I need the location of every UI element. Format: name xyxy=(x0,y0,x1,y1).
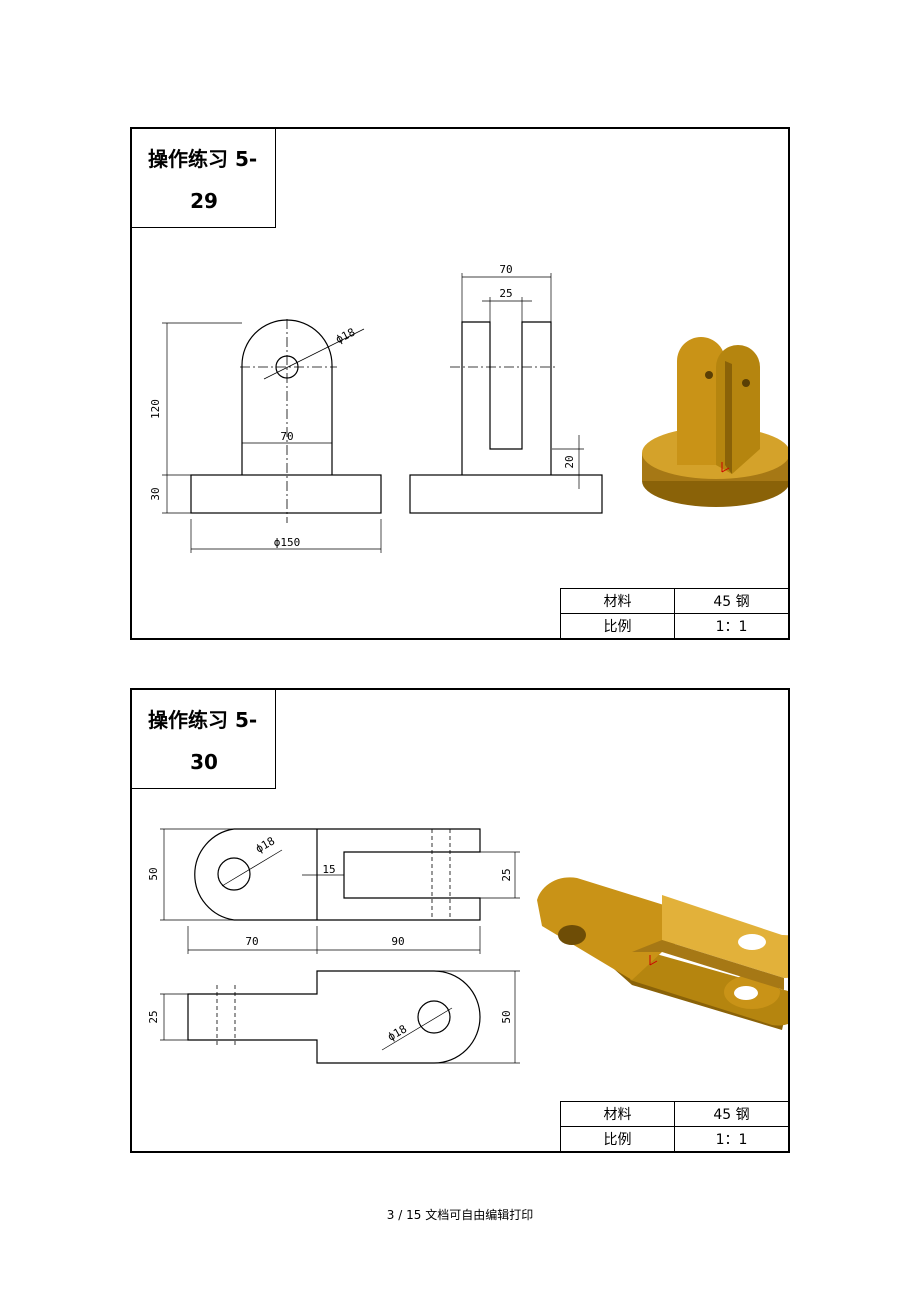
drawing-sheet-30: 操作练习 5- 30 xyxy=(130,688,790,1153)
title-block: 操作练习 5- 30 xyxy=(132,690,276,789)
technical-drawing: 50 ϕ18 15 25 70 90 25 ϕ18 50 xyxy=(147,828,788,1064)
technical-drawing: 70 ϕ150 120 30 ϕ18 70 25 20 xyxy=(149,263,788,553)
dim-len-right: 90 xyxy=(391,935,404,948)
dim-side-width: 70 xyxy=(499,263,512,276)
dim-slot-offset: 15 xyxy=(322,863,335,876)
model-3d-image xyxy=(537,877,788,1030)
material-label: 材料 xyxy=(560,588,675,614)
top-view-outline xyxy=(194,828,481,921)
title-block: 操作练习 5- 29 xyxy=(132,129,276,228)
model-3d-image xyxy=(642,337,788,507)
side-base xyxy=(409,474,603,514)
front-base xyxy=(190,474,382,514)
material-value: 45 钢 xyxy=(674,1101,788,1127)
spec-table: 材料 45 钢 比例 1：1 xyxy=(560,1101,788,1151)
bottom-view-outline xyxy=(187,970,481,1064)
dim-slot-depth: 20 xyxy=(563,455,576,468)
dim-height-right-bottom: 50 xyxy=(500,1010,513,1023)
scale-value: 1：1 xyxy=(674,1126,788,1151)
dim-base-dia: ϕ150 xyxy=(274,536,301,549)
dim-hole-top: ϕ18 xyxy=(253,834,277,855)
scale-label: 比例 xyxy=(560,613,675,638)
title-line-2: 30 xyxy=(190,750,218,774)
dim-slot-width: 25 xyxy=(500,868,513,881)
material-value: 45 钢 xyxy=(674,588,788,614)
top-view-hole xyxy=(217,857,251,891)
scale-label: 比例 xyxy=(560,1126,675,1151)
spec-table: 材料 45 钢 比例 1：1 xyxy=(560,588,788,638)
drawing-sheet-29: 操作练习 5- 29 xyxy=(130,127,790,640)
title-line-1: 操作练习 5- xyxy=(148,708,258,732)
dim-slot-width: 25 xyxy=(499,287,512,300)
dim-hole: ϕ18 xyxy=(334,326,358,347)
dim-height-base: 30 xyxy=(149,487,162,500)
dim-upright-width: 70 xyxy=(280,430,293,443)
dim-height-upper: 120 xyxy=(149,399,162,419)
dim-hole-bottom: ϕ18 xyxy=(385,1022,409,1043)
side-upright xyxy=(461,321,552,475)
title-line-2: 29 xyxy=(190,189,218,213)
dim-len-left: 70 xyxy=(245,935,258,948)
dim-height-left-bottom: 25 xyxy=(147,1010,160,1023)
dim-height: 50 xyxy=(147,867,160,880)
page-footer: 3 / 15 文档可自由编辑打印 xyxy=(386,1208,534,1222)
material-label: 材料 xyxy=(560,1101,675,1127)
bottom-view-hole xyxy=(417,1000,451,1034)
scale-value: 1：1 xyxy=(674,613,788,638)
title-line-1: 操作练习 5- xyxy=(148,147,258,171)
